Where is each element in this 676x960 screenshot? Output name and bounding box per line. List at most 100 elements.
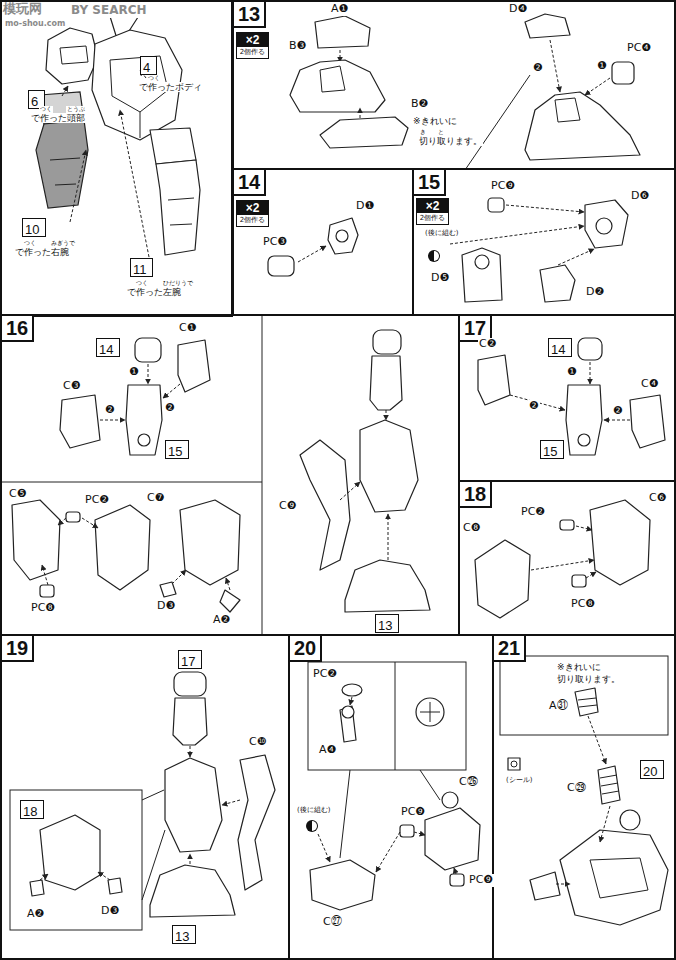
order-marker: ❷ xyxy=(532,62,544,75)
part-reference-box: 17 xyxy=(178,650,202,669)
part-reference-box: 10 xyxy=(22,218,46,237)
part-label: B❸ xyxy=(288,40,307,53)
part-label: C❿ xyxy=(248,736,268,749)
step-number: 11 xyxy=(131,262,149,278)
part-reference-box: 13 xyxy=(375,614,399,633)
part-label: PC❽ xyxy=(30,602,56,615)
part-label: D❺ xyxy=(430,272,450,285)
furigana: みぎうで xyxy=(50,240,76,247)
step-number: 16 xyxy=(2,316,34,342)
part-label: D❹ xyxy=(508,3,528,16)
part-label: C❼ xyxy=(146,492,166,505)
step-number: 15 xyxy=(541,444,559,460)
furigana: つく xyxy=(39,106,53,113)
caption: で作った左腕 xyxy=(126,287,182,297)
part-label: C❽ xyxy=(462,522,482,535)
quantity-note: 2個作る xyxy=(417,213,448,223)
part-label: C㉖ xyxy=(458,776,479,789)
part-label: C❻ xyxy=(648,492,668,505)
part-label: PC❹ xyxy=(626,42,652,55)
note: 切り取ります。 xyxy=(556,674,621,684)
watermark: mo-shou.com xyxy=(4,19,66,28)
part-reference-box: 14 xyxy=(96,338,120,357)
step-number: 19 xyxy=(2,636,34,662)
part-reference-box: 20 xyxy=(640,760,664,779)
step-number: 20 xyxy=(641,764,659,780)
furigana: つく xyxy=(135,280,149,287)
caption: で作ったボディ xyxy=(138,82,203,92)
step-number: 13 xyxy=(173,929,191,945)
order-marker: ❷ xyxy=(612,405,624,418)
watermark: 模玩网 xyxy=(2,2,43,17)
part-reference-box: 15 xyxy=(165,440,189,459)
part-label: C❹ xyxy=(640,378,660,391)
note: (シール) xyxy=(505,776,533,784)
part-label: PC❸ xyxy=(262,236,288,249)
part-label: A❹ xyxy=(318,744,337,757)
step-panel: 20 xyxy=(288,634,494,960)
note: 切り取ります。 xyxy=(418,136,483,146)
part-label: C㉗ xyxy=(322,916,343,929)
part-label: A❷ xyxy=(26,908,45,921)
order-marker: ❶ xyxy=(596,60,608,73)
part-label: C㉙ xyxy=(566,782,587,795)
part-label: A❷ xyxy=(212,614,231,627)
part-label: C❸ xyxy=(62,380,82,393)
step-number: 14 xyxy=(549,342,567,358)
step-number: 18 xyxy=(460,482,492,508)
part-reference-box: 15 xyxy=(540,440,564,459)
step-number: 14 xyxy=(234,170,266,196)
step-panel: 18 xyxy=(458,480,676,636)
note: ※きれいに xyxy=(556,662,602,672)
part-label: B❷ xyxy=(410,98,429,111)
order-marker: ❷ xyxy=(164,402,176,415)
order-marker: ❶ xyxy=(128,366,140,379)
quantity-badge: ×22個作る xyxy=(416,198,449,225)
step-number: 15 xyxy=(166,444,184,460)
furigana: とうぶ xyxy=(66,106,86,113)
quantity-note: 2個作る xyxy=(237,47,268,57)
part-label: A❶ xyxy=(330,3,349,16)
part-label: PC❾ xyxy=(468,874,494,887)
step-number: 10 xyxy=(23,222,41,238)
step-number: 13 xyxy=(234,2,266,28)
part-label: A㉛ xyxy=(548,700,569,713)
step-number: 4 xyxy=(141,60,152,76)
part-label: D❸ xyxy=(156,600,176,613)
part-label: PC❷ xyxy=(520,506,546,519)
furigana: き xyxy=(419,129,427,136)
note: (後に組む) xyxy=(296,806,331,814)
part-reference-box: 18 xyxy=(20,800,44,819)
part-label: D❻ xyxy=(630,190,650,203)
furigana: ひだりうで xyxy=(162,280,194,287)
step-number: 15 xyxy=(414,170,446,196)
step-panel: 16 14 15 13 xyxy=(0,314,460,636)
step-number: ×2 xyxy=(237,33,268,47)
step-number: ×2 xyxy=(417,199,448,213)
part-label: PC❽ xyxy=(570,598,596,611)
furigana: つく xyxy=(147,75,161,82)
step-number: 21 xyxy=(494,636,526,662)
part-label: D❶ xyxy=(355,200,375,213)
order-marker: ❷ xyxy=(104,404,116,417)
part-reference-box: 11 xyxy=(130,258,153,277)
part-label: PC❾ xyxy=(490,180,516,193)
part-label: C❶ xyxy=(178,322,198,335)
part-label: C❾ xyxy=(278,500,298,513)
furigana: と xyxy=(437,129,445,136)
order-marker: ❷ xyxy=(528,400,540,413)
caption: で作った右腕 xyxy=(14,247,70,257)
quantity-badge: ×22個作る xyxy=(236,200,269,227)
caption: で作った頭部 xyxy=(30,113,86,123)
part-label: D❸ xyxy=(100,905,120,918)
quantity-badge: ×22個作る xyxy=(236,32,269,59)
step-number: 20 xyxy=(290,636,322,662)
part-reference-box: 4 xyxy=(140,56,157,75)
part-label: C❷ xyxy=(478,338,498,351)
order-marker: ❶ xyxy=(566,366,578,379)
step-panel: 14 ×22個作る xyxy=(232,168,414,316)
step-number: 13 xyxy=(376,618,394,634)
part-reference-box: 13 xyxy=(172,925,196,944)
step-number: 17 xyxy=(179,654,197,670)
step-number: 14 xyxy=(97,342,115,358)
